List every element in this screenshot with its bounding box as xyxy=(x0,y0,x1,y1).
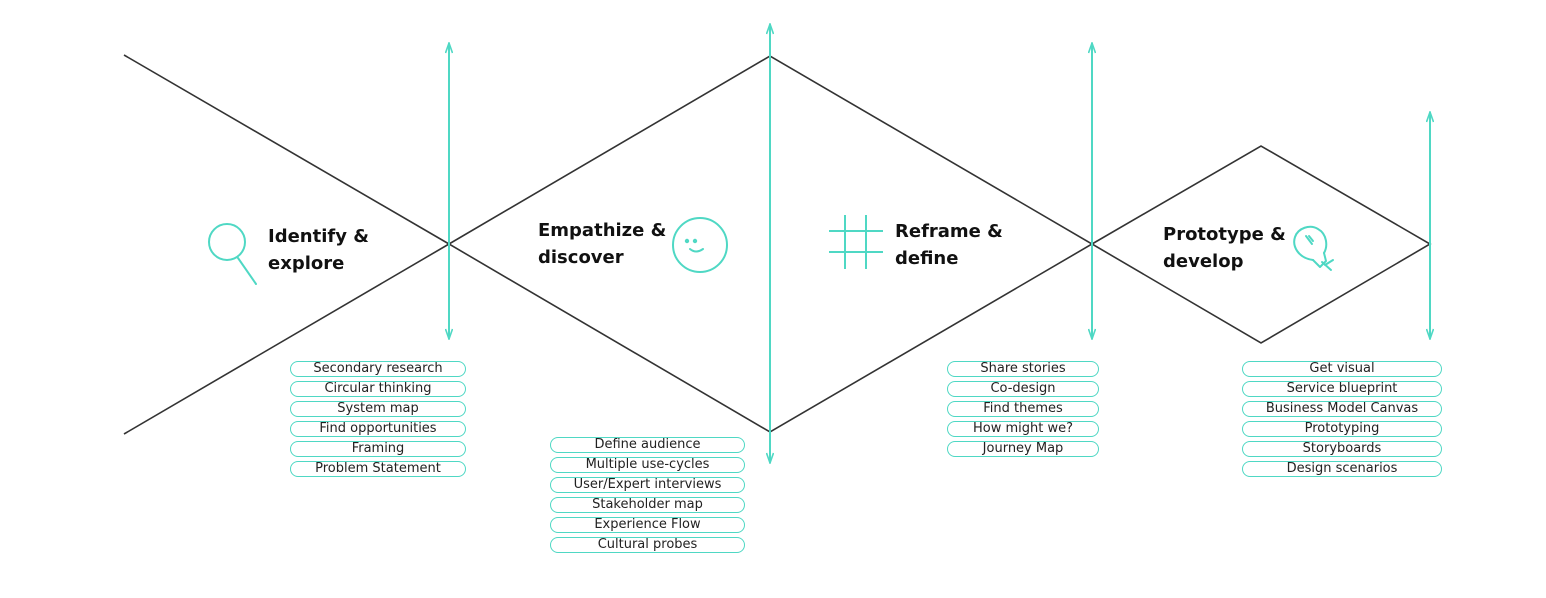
method-pill: How might we? xyxy=(947,421,1099,437)
divergence-arrows xyxy=(449,24,1430,463)
method-pill: Share stories xyxy=(947,361,1099,377)
method-pill: Service blueprint xyxy=(1242,381,1442,397)
phase-title-identify: Identify & explore xyxy=(268,223,369,277)
method-pill: Get visual xyxy=(1242,361,1442,377)
method-pill: Find opportunities xyxy=(290,421,466,437)
phase-title-line: discover xyxy=(538,247,624,268)
phase-title-line: Prototype & xyxy=(1163,224,1286,245)
smiley-face-icon xyxy=(672,217,728,273)
phase-title-prototype: Prototype & develop xyxy=(1163,221,1286,275)
method-list-identify: Secondary research Circular thinking Sys… xyxy=(290,361,466,481)
magnifier-icon xyxy=(208,223,257,285)
method-pill: Circular thinking xyxy=(290,381,466,397)
method-pill: Design scenarios xyxy=(1242,461,1442,477)
funnel-lower-line xyxy=(123,243,450,435)
phase-title-line: develop xyxy=(1163,251,1244,272)
method-pill: Secondary research xyxy=(290,361,466,377)
method-pill: Co-design xyxy=(947,381,1099,397)
phase-title-line: Identify & xyxy=(268,226,369,247)
method-pill: System map xyxy=(290,401,466,417)
method-pill: User/Expert interviews xyxy=(550,477,745,493)
method-pill: Storyboards xyxy=(1242,441,1442,457)
phase-title-line: explore xyxy=(268,253,345,274)
method-pill: Define audience xyxy=(550,437,745,453)
method-list-reframe: Share stories Co-design Find themes How … xyxy=(947,361,1099,461)
lightbulb-tool-icon xyxy=(1293,225,1334,271)
funnel-upper-line xyxy=(123,54,450,245)
method-pill: Framing xyxy=(290,441,466,457)
phase-title-line: Empathize & xyxy=(538,220,667,241)
method-pill: Cultural probes xyxy=(550,537,745,553)
phase-title-line: define xyxy=(895,248,959,269)
method-list-empathize: Define audience Multiple use-cycles User… xyxy=(550,437,745,557)
phase-title-line: Reframe & xyxy=(895,221,1003,242)
method-pill: Stakeholder map xyxy=(550,497,745,513)
method-pill: Experience Flow xyxy=(550,517,745,533)
method-list-prototype: Get visual Service blueprint Business Mo… xyxy=(1242,361,1442,481)
phase-title-empathize: Empathize & discover xyxy=(538,217,666,271)
phase-title-reframe: Reframe & define xyxy=(895,218,1003,272)
method-pill: Journey Map xyxy=(947,441,1099,457)
method-pill: Problem Statement xyxy=(290,461,466,477)
method-pill: Business Model Canvas xyxy=(1242,401,1442,417)
method-pill: Find themes xyxy=(947,401,1099,417)
method-pill: Multiple use-cycles xyxy=(550,457,745,473)
hashtag-grid-icon xyxy=(829,215,883,269)
method-pill: Prototyping xyxy=(1242,421,1442,437)
